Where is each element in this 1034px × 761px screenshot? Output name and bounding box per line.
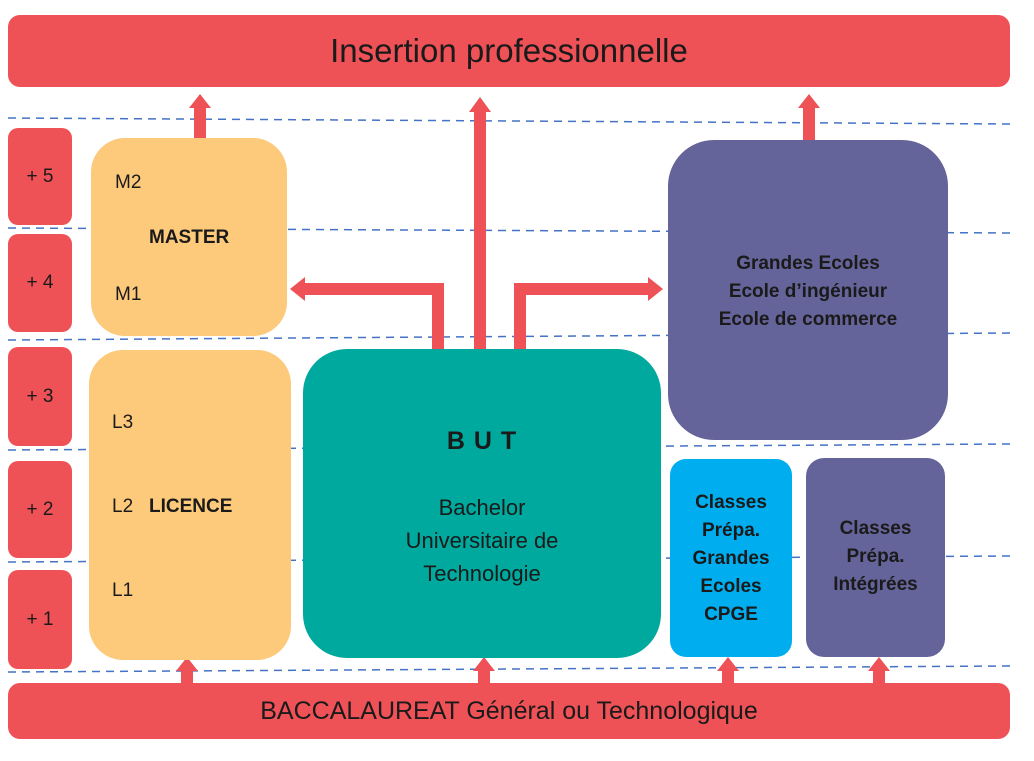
insertion-professionnelle-bar: Insertion professionnelle: [8, 15, 1010, 87]
level-plus-4: + 4: [8, 234, 72, 332]
cpge-line-2: Prépa.: [701, 520, 761, 541]
licence-l3: L3: [112, 412, 134, 433]
cpge-line-1: Classes: [695, 492, 767, 513]
arrow-bac-to-cpi: [868, 657, 890, 683]
but-line-2: Universitaire de: [405, 528, 559, 553]
but-line-1: Bachelor: [438, 495, 526, 520]
arrow-bac-to-licence: [176, 657, 198, 683]
but-subtitle: Bachelor Universitaire de Technologie: [303, 491, 661, 590]
insertion-label: Insertion professionnelle: [330, 32, 688, 69]
arrow-but-up: [469, 97, 491, 349]
level-plus-2: + 2: [8, 461, 72, 558]
ge-line-1: Grandes Ecoles: [736, 253, 880, 274]
arrow-bac-to-but: [473, 657, 495, 683]
cpge-box: Classes Prépa. Grandes Ecoles CPGE: [670, 459, 792, 657]
cpge-text: Classes Prépa. Grandes Ecoles CPGE: [670, 489, 792, 629]
master-box: M2 MASTER M1: [91, 138, 287, 336]
licence-title: LICENCE: [149, 496, 233, 517]
baccalaureat-label: BACCALAUREAT Général ou Technologique: [260, 696, 758, 725]
cpi-line-1: Classes: [839, 518, 912, 539]
level-plus-5: + 5: [8, 128, 72, 225]
level-plus-1: + 1: [8, 570, 72, 669]
cpi-line-3: Intégrées: [833, 574, 918, 595]
ge-line-3: Ecole de commerce: [718, 309, 898, 330]
grandes-ecoles-text: Grandes Ecoles Ecole d’ingénieur Ecole d…: [668, 250, 948, 334]
arrow-master-up: [189, 94, 211, 138]
cpi-text: Classes Prépa. Intégrées: [806, 515, 945, 599]
cpi-line-2: Prépa.: [846, 546, 905, 567]
licence-l2: L2: [112, 496, 134, 517]
master-m1: M1: [115, 284, 142, 305]
licence-box: L3 L2 LICENCE L1: [89, 350, 291, 660]
baccalaureat-bar: BACCALAUREAT Général ou Technologique: [8, 683, 1010, 739]
cpge-line-3: Grandes: [692, 548, 770, 569]
master-m2: M2: [115, 172, 142, 193]
but-line-3: Technologie: [423, 561, 541, 586]
arrow-ge-up: [798, 94, 820, 140]
arrow-but-to-master: [290, 277, 444, 349]
cpge-line-5: CPGE: [704, 604, 758, 625]
grandes-ecoles-box: Grandes Ecoles Ecole d’ingénieur Ecole d…: [668, 140, 948, 440]
licence-l1: L1: [112, 580, 134, 601]
classes-prepa-integrees-box: Classes Prépa. Intégrées: [806, 458, 945, 657]
level-plus-3: + 3: [8, 347, 72, 446]
but-box: B U T Bachelor Universitaire de Technolo…: [303, 349, 661, 658]
arrow-bac-to-cpge: [717, 657, 739, 683]
master-title: MASTER: [149, 227, 230, 248]
but-title: B U T: [446, 427, 518, 455]
arrow-but-to-ge: [514, 277, 663, 349]
cpge-line-4: Ecoles: [700, 576, 762, 597]
ge-line-2: Ecole d’ingénieur: [728, 281, 888, 302]
